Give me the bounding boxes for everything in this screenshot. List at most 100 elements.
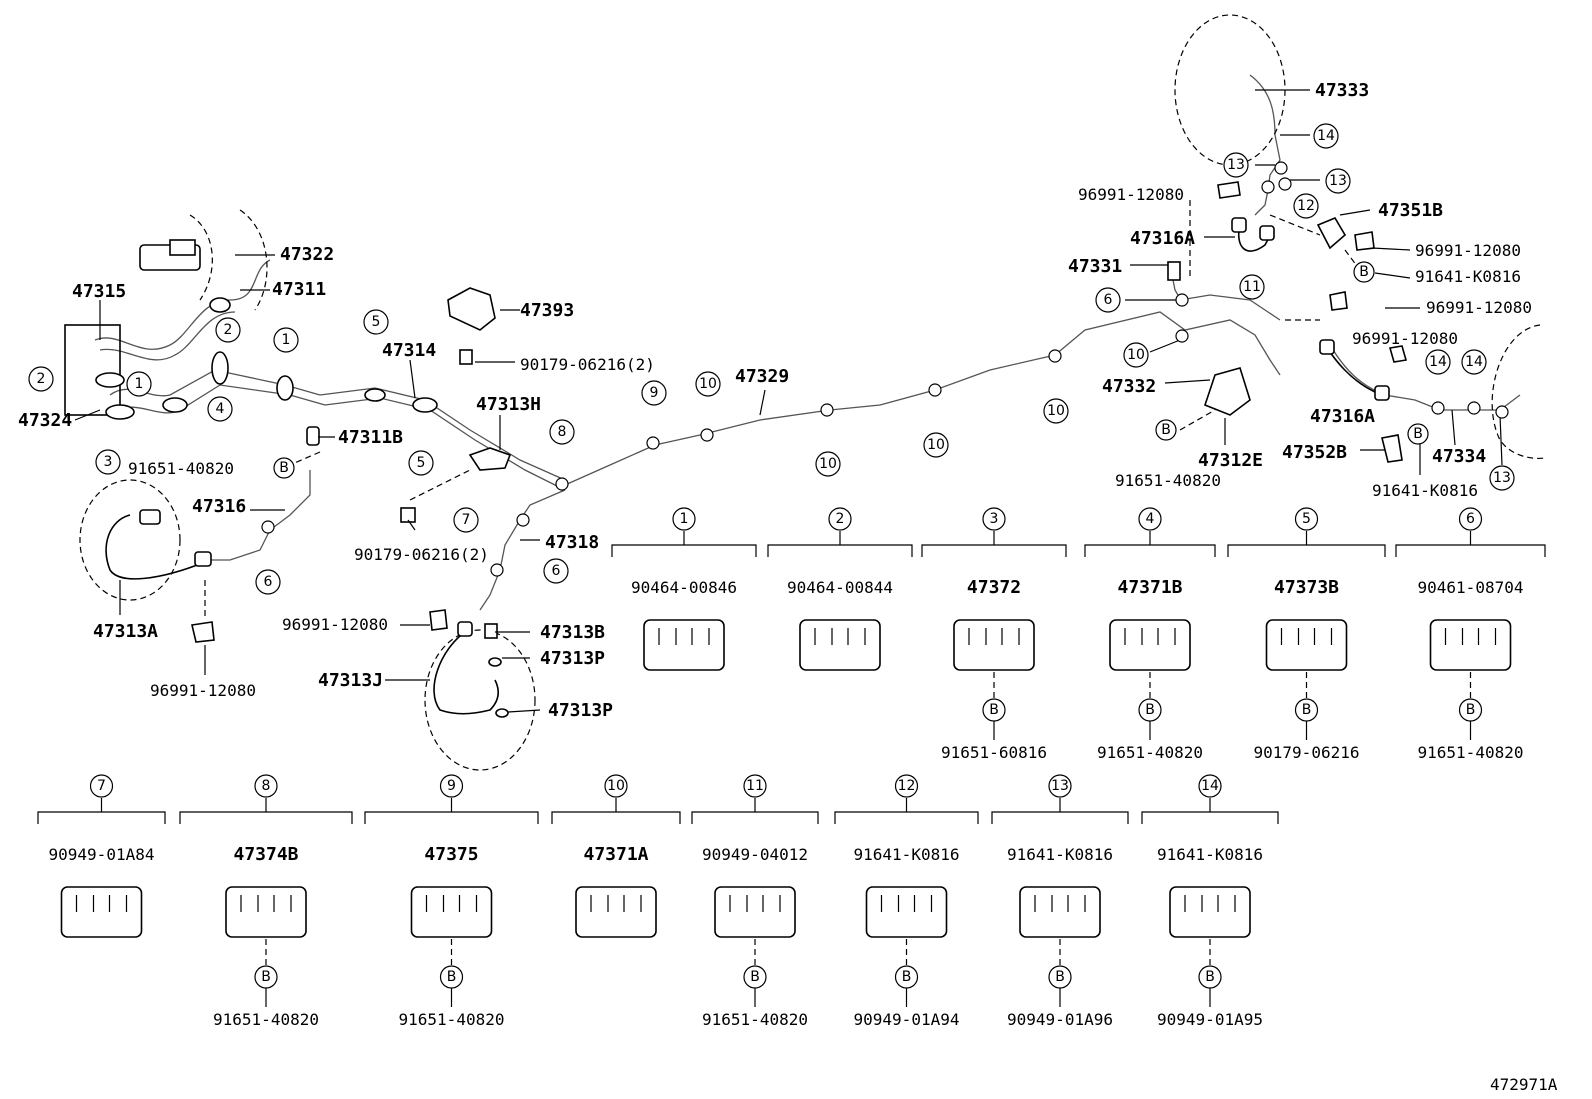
label-47331: 47331 [1068, 256, 1122, 277]
label-96991-a: 96991-12080 [1078, 185, 1184, 204]
legend-bracket [364, 811, 539, 824]
svg-text:B: B [279, 460, 289, 476]
svg-text:5: 5 [417, 455, 426, 471]
callout-5: 5 [363, 309, 389, 335]
bolt-marker: B [1353, 261, 1375, 283]
legend-bolt-label: 90949-01A96 [1007, 1010, 1113, 1029]
legend-part-sketch [643, 619, 725, 671]
legend-part-sketch [1109, 619, 1191, 671]
label-47329: 47329 [735, 366, 789, 387]
legend-bolt-marker-label: B [989, 702, 999, 718]
legend-number-circle [828, 507, 852, 531]
legend-number: 12 [898, 778, 916, 794]
legend-number: 14 [1201, 778, 1219, 794]
legend-number: 8 [262, 778, 271, 794]
label-47318: 47318 [545, 532, 599, 553]
legend-bolt-marker-label: B [447, 969, 457, 985]
svg-text:8: 8 [558, 424, 567, 440]
svg-text:10: 10 [1127, 347, 1145, 363]
callout-2: 2 [215, 317, 241, 343]
label-90179-a: 90179-06216(2) [520, 355, 655, 374]
legend-number-circle [1048, 774, 1072, 798]
bolt-marker: B [1155, 419, 1177, 441]
legend-bolt-label: 90949-01A94 [854, 1010, 960, 1029]
label-47316A-top: 47316A [1130, 228, 1195, 249]
component-sketches [64, 181, 1408, 718]
label-96991-d: 96991-12080 [1352, 329, 1458, 348]
legend-bolt-label: 90949-01A95 [1157, 1010, 1263, 1029]
callout-2: 2 [28, 366, 54, 392]
callout-6: 6 [255, 569, 281, 595]
legend-number-circle [89, 774, 114, 798]
legend-part-label: 90949-04012 [702, 845, 808, 864]
legend-part-label: 47372 [967, 577, 1021, 598]
svg-text:13: 13 [1329, 173, 1347, 189]
legend-number-circle [254, 774, 278, 798]
legend-bracket [921, 544, 1067, 557]
callout-11: 11 [1239, 274, 1265, 300]
legend-part-label: 47374B [233, 844, 298, 865]
svg-text:10: 10 [699, 376, 717, 392]
svg-text:2: 2 [224, 322, 233, 338]
legend-part-label: 47373B [1274, 577, 1339, 598]
legend-bolt-label: 91651-40820 [399, 1010, 505, 1029]
label-47314: 47314 [382, 340, 436, 361]
svg-text:2: 2 [37, 371, 46, 387]
label-47334: 47334 [1432, 446, 1486, 467]
legend-part-sketch [1429, 619, 1512, 671]
label-47316: 47316 [192, 496, 246, 517]
label-47313A: 47313A [93, 621, 158, 642]
legend-part-sketch [714, 886, 796, 938]
legend-number-circle [439, 774, 464, 798]
legend-part-label: 47375 [424, 844, 478, 865]
legend-part-sketch [410, 886, 493, 938]
callout-14: 14 [1461, 349, 1487, 375]
label-47332: 47332 [1102, 376, 1156, 397]
legend-part-sketch [1265, 619, 1348, 671]
legend-number-circle [604, 774, 628, 798]
label-91641-a: 91641-K0816 [1415, 267, 1521, 286]
svg-text:10: 10 [927, 437, 945, 453]
svg-text:4: 4 [216, 401, 225, 417]
bolt-marker: B [1407, 423, 1429, 445]
svg-text:10: 10 [1047, 403, 1065, 419]
svg-text:1: 1 [135, 376, 144, 392]
legend-number: 4 [1146, 511, 1155, 527]
callout-8: 8 [549, 419, 575, 445]
label-47313H: 47313H [476, 394, 541, 415]
label-47322: 47322 [280, 244, 334, 265]
legend-number-circle [982, 507, 1006, 531]
legend-part-sketch [799, 619, 881, 671]
legend-bracket [834, 811, 979, 824]
callout-9: 9 [641, 380, 667, 406]
legend-bolt-marker-label: B [1302, 702, 1312, 718]
svg-text:14: 14 [1317, 128, 1335, 144]
svg-text:B: B [1359, 264, 1369, 280]
legend-number: 7 [97, 778, 106, 794]
legend-part-sketch [865, 886, 948, 938]
label-47311: 47311 [272, 279, 326, 300]
callout-10: 10 [1043, 398, 1069, 424]
legend-bracket [1141, 811, 1279, 824]
svg-text:7: 7 [462, 512, 471, 528]
legend-bracket [37, 811, 166, 824]
legend-bracket [611, 544, 757, 557]
label-47312E: 47312E [1198, 450, 1263, 471]
legend-number-circle [743, 774, 767, 798]
legend-bolt-marker-label: B [1466, 702, 1476, 718]
legend-part-sketch [1169, 886, 1251, 938]
legend-part-sketch [953, 619, 1035, 671]
callout-13: 13 [1223, 152, 1249, 178]
legend-bolt-marker-label: B [902, 969, 912, 985]
legend-part-label: 47371A [583, 844, 648, 865]
callout-12: 12 [1293, 193, 1319, 219]
clip-points [261, 161, 1509, 577]
legend-part-sketch [225, 886, 307, 938]
legend-bolt-marker-label: B [1055, 969, 1065, 985]
